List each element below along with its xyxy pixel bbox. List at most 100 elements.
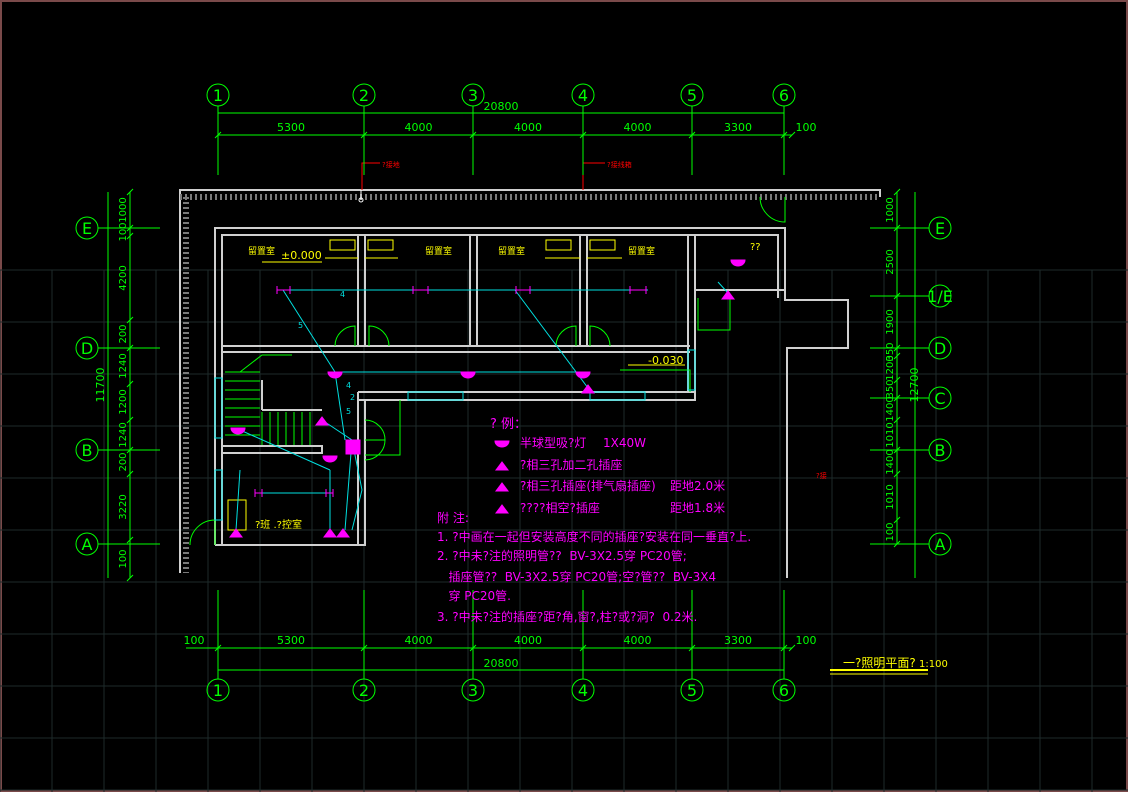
leader-text-3: ?接	[816, 471, 827, 480]
dim-right-tick	[893, 224, 901, 232]
axis-bottom-3-label: 3	[468, 681, 478, 700]
dim-top-tick	[688, 131, 696, 139]
dim-top-tick	[360, 131, 368, 139]
dim-left-label: 100	[118, 549, 129, 568]
door-swing-4	[589, 325, 611, 347]
dim-top-total: 20800	[484, 100, 519, 113]
axis-bottom-4-label: 4	[578, 681, 588, 700]
dim-bottom-tick	[579, 644, 587, 652]
wire-5	[334, 371, 346, 441]
electrical-fixtures	[229, 190, 746, 538]
axis-top-5-label: 5	[687, 86, 697, 105]
axis-bottom-1-label: 1	[213, 681, 223, 700]
dim-bottom-tick	[788, 644, 796, 652]
axis-left-B-label: B	[82, 441, 93, 460]
wc-partition	[697, 298, 731, 331]
dim-bottom-tick	[360, 644, 368, 652]
building-outline	[214, 227, 849, 578]
dim-right-label: 1900	[885, 309, 896, 334]
door-swing-3	[555, 325, 577, 347]
dim-right-tick	[893, 416, 901, 424]
notes-heading: 附 注:	[437, 510, 469, 525]
axis-top-2-label: 2	[359, 86, 369, 105]
dim-right-total: 12700	[908, 368, 921, 403]
dim-bottom-tick	[469, 644, 477, 652]
dim-left-total: 11700	[94, 368, 107, 403]
dim-left-tick	[126, 232, 134, 240]
dim-left-label: 200	[118, 324, 129, 343]
dim-left-tick	[126, 316, 134, 324]
window-3	[407, 391, 464, 401]
dome-lamp-stair	[230, 427, 246, 435]
socket-2	[336, 528, 350, 538]
axis-right-3-label: C	[934, 389, 945, 408]
ground-marker-dot	[358, 197, 364, 203]
dim-left-label: 200	[118, 452, 129, 471]
leader-top-2	[582, 162, 605, 190]
wire-12	[351, 489, 363, 531]
drawing-texts: 留置室 留置室 留置室 留置室 ?? ?班 .?控室 ±0.000 -0.030…	[248, 160, 948, 675]
legend-symbol-ac-socket	[495, 504, 509, 514]
dim-bottom-tick	[780, 644, 788, 652]
level-label-1: ±0.000	[281, 249, 322, 262]
room-label-4: 留置室	[628, 245, 655, 257]
doors	[189, 196, 786, 546]
dim-right-tick	[893, 344, 901, 352]
door-swing-7	[364, 419, 386, 441]
door-swing-2	[368, 325, 390, 347]
dim-bottom-label: 4000	[514, 634, 542, 647]
axis-top-4-label: 4	[578, 86, 588, 105]
dim-top-tick	[214, 131, 222, 139]
dim-bottom-label: 4000	[405, 634, 433, 647]
wire-7	[239, 429, 331, 471]
dim-right-tick	[893, 540, 901, 548]
leader-top-1	[361, 162, 380, 190]
dim-left-tick	[126, 416, 134, 424]
partition-1	[365, 400, 401, 456]
stair-treads	[225, 354, 311, 445]
axis-bottom-5-label: 5	[687, 681, 697, 700]
dim-top-tick	[780, 131, 788, 139]
note-line-3: 插座管?? BV-3X2.5穿 PC20管;空?管?? BV-3X4	[437, 569, 716, 584]
dim-left-tick	[126, 574, 134, 582]
dim-left-label: 1200	[118, 389, 129, 414]
axis-bottom-2-label: 2	[359, 681, 369, 700]
socket-5	[581, 384, 595, 394]
door-swing-6	[759, 196, 786, 223]
room-label-1: 留置室	[248, 245, 275, 257]
axis-right-1-label: 1/E	[927, 287, 953, 306]
dim-left-label: 3220	[118, 494, 129, 519]
note-line-5: 3. ?中未?注的插座?距?角,窗?,柱?或?洞? 0.2米.	[437, 609, 697, 624]
dim-left-label: 4200	[118, 265, 129, 290]
axis-top-3-label: 3	[468, 86, 478, 105]
wire-count-5: 5	[346, 407, 351, 416]
room-label-control: ?班 .?控室	[255, 518, 302, 531]
drawing-title-scale: 1:100	[919, 659, 948, 670]
dim-top-label: 3300	[724, 121, 752, 134]
note-line-1: 1. ?中画在一起但安装高度不同的插座?安装在同一垂直?上.	[437, 529, 751, 544]
axis-bottom-6-label: 6	[779, 681, 789, 700]
stair-arrow	[239, 354, 292, 373]
dim-right-label: 350	[885, 342, 896, 361]
leader-text-2: ?接线箱	[607, 160, 632, 169]
door-swing-1	[334, 325, 356, 347]
room-label-3: 留置室	[498, 245, 525, 257]
stair-wall	[222, 445, 323, 454]
door-swing-8	[364, 439, 386, 461]
dim-top-label: 4000	[624, 121, 652, 134]
bed-2	[367, 239, 394, 251]
window-4	[589, 391, 646, 401]
room-label-wc: ??	[750, 242, 761, 253]
dim-left-tick	[126, 188, 134, 196]
note-line-2: 2. ?中未?注的照明管?? BV-3X2.5穿 PC20管;	[437, 548, 687, 563]
dim-left-label: 100	[118, 222, 129, 241]
door-swing-5	[189, 519, 216, 546]
axis-top-6-label: 6	[779, 86, 789, 105]
dome-lamp-1	[327, 371, 343, 379]
dim-bottom-label: 100	[796, 634, 817, 647]
dim-bottom-label: 4000	[624, 634, 652, 647]
legend-title: ? 例：	[490, 417, 527, 432]
dim-right-label: 2500	[885, 249, 896, 274]
window-2	[214, 469, 223, 521]
